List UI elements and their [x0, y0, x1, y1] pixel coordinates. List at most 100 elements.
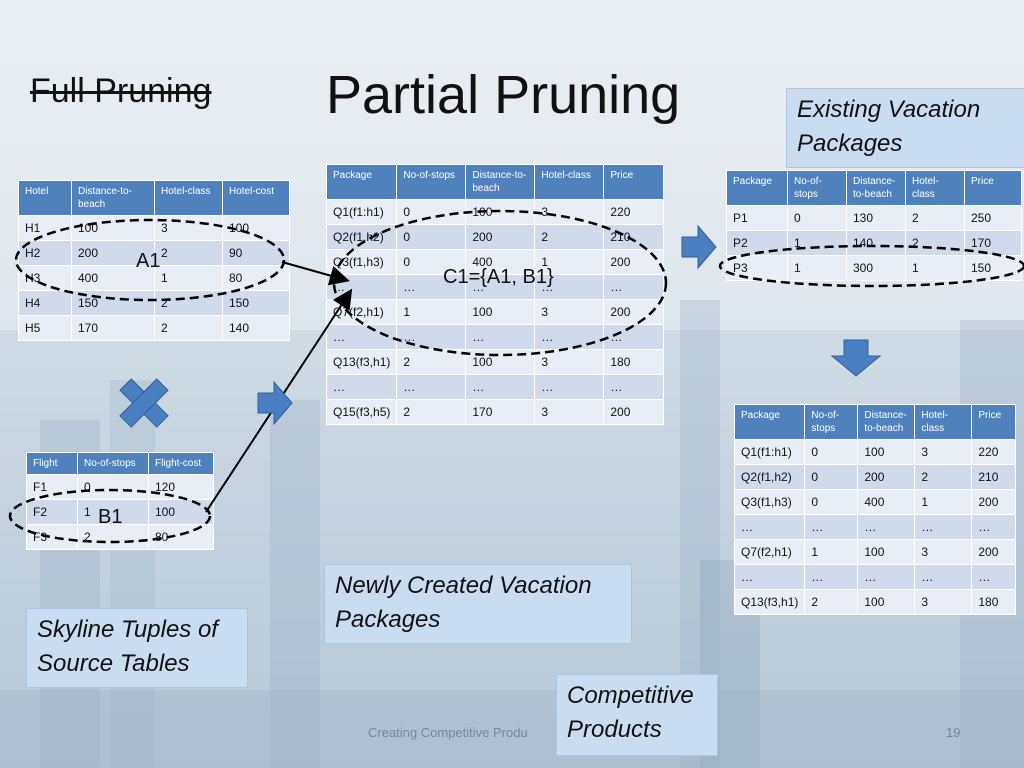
cell: 170 [465, 399, 536, 425]
cell: H5 [18, 315, 72, 341]
cell: 2 [154, 315, 223, 341]
column-header: Distance-to-beach [857, 404, 916, 440]
cell: 2 [905, 230, 965, 256]
cell: … [325, 374, 398, 400]
cell: 2 [905, 205, 965, 231]
column-header: No-of-stops [804, 404, 859, 440]
cell: 3 [154, 215, 223, 241]
table-row: …………… [325, 324, 664, 350]
cell: Q3(f1,h3) [733, 489, 806, 515]
column-header: Price [964, 170, 1022, 206]
cell: 200 [465, 224, 536, 250]
cell: 400 [857, 489, 916, 515]
cell: P1 [726, 205, 788, 231]
cell: … [465, 374, 536, 400]
cell: 2 [396, 349, 467, 375]
cell: 150 [964, 255, 1022, 281]
cell: H4 [18, 290, 72, 316]
cell: 90 [222, 240, 290, 266]
label-a1: A1 [136, 250, 161, 272]
callout-skyline-tuples: Skyline Tuples of Source Tables [26, 608, 248, 688]
cell: H3 [18, 265, 72, 291]
cell: … [603, 274, 664, 300]
cell: … [857, 514, 916, 540]
column-header: Flight-cost [148, 452, 214, 475]
cell: 1 [905, 255, 965, 281]
cell: 200 [971, 489, 1016, 515]
cell: 150 [71, 290, 155, 316]
cell: P3 [726, 255, 788, 281]
cell: H1 [18, 215, 72, 241]
new-packages-table: Package No-of-stops Distance-to-beach Ho… [325, 164, 664, 425]
cell: 0 [804, 489, 859, 515]
cell: H2 [18, 240, 72, 266]
cell: Q1(f1:h1) [325, 199, 398, 225]
callout-existing-packages: Existing Vacation Packages [786, 88, 1024, 168]
cell: … [534, 324, 605, 350]
column-header: No-of-stops [787, 170, 847, 206]
title-full-pruning: Full Pruning [30, 72, 212, 110]
page-number: 19 [946, 725, 961, 740]
cell: F2 [26, 499, 78, 525]
callout-newly-created: Newly Created Vacation Packages [324, 564, 632, 644]
table-row: …………… [325, 374, 664, 400]
cell: 170 [964, 230, 1022, 256]
column-header: Package [733, 404, 806, 440]
cell: 0 [787, 205, 847, 231]
cell: 210 [971, 464, 1016, 490]
cell: 3 [914, 539, 973, 565]
cell: 0 [396, 199, 467, 225]
cell: 200 [603, 399, 664, 425]
cell: 210 [603, 224, 664, 250]
cell: 80 [222, 265, 290, 291]
cell: Q7(f2,h1) [733, 539, 806, 565]
column-header: Price [603, 164, 664, 200]
cell: 1 [914, 489, 973, 515]
cell: 220 [971, 439, 1016, 465]
column-header: Price [971, 404, 1016, 440]
page-title: Partial Pruning [326, 65, 681, 125]
callout-competitive-products: Competitive Products [556, 674, 718, 756]
table-row: …………… [733, 564, 1016, 590]
cell: … [804, 564, 859, 590]
cell: 100 [465, 299, 536, 325]
cell: P2 [726, 230, 788, 256]
table-row: …………… [733, 514, 1016, 540]
cell: 100 [222, 215, 290, 241]
column-header: Flight [26, 452, 78, 475]
cell: Q13(f3,h1) [325, 349, 398, 375]
column-header: Distance-to-beach [465, 164, 536, 200]
cell: 80 [148, 524, 214, 550]
cell: … [396, 374, 467, 400]
cell: 100 [148, 499, 214, 525]
cell: 3 [914, 439, 973, 465]
cell: … [733, 514, 806, 540]
cell: 120 [148, 474, 214, 500]
column-header: Hotel-class [905, 170, 965, 206]
cell: 3 [534, 349, 605, 375]
cell: 2 [804, 589, 859, 615]
column-header: No-of-stops [396, 164, 467, 200]
cell: 250 [964, 205, 1022, 231]
cell: 1 [804, 539, 859, 565]
cell: Q15(f3,h5) [325, 399, 398, 425]
cell: … [914, 514, 973, 540]
column-header: Hotel-cost [222, 180, 290, 216]
column-header: Distance-to-beach [846, 170, 906, 206]
cell: 100 [465, 199, 536, 225]
cell: Q2(f1,h2) [733, 464, 806, 490]
cell: 150 [222, 290, 290, 316]
cell: 1 [154, 265, 223, 291]
